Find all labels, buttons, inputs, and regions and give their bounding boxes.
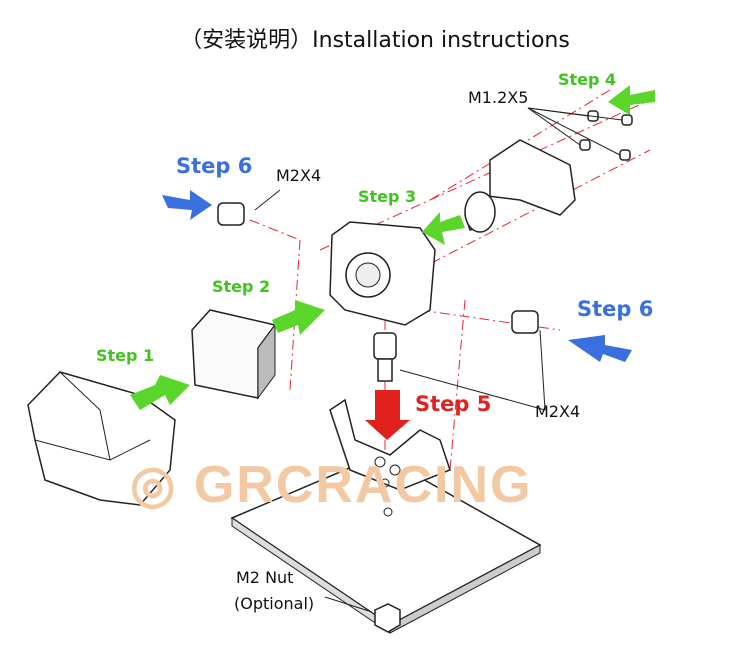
step5-arrow	[365, 390, 410, 440]
m2-nut	[374, 603, 401, 633]
m2x4-top-label: M2X4	[276, 166, 322, 185]
m2x4-right-label: M2X4	[535, 402, 581, 421]
m2-nut-label: M2 Nut	[236, 568, 294, 587]
step2-label: Step 2	[212, 277, 271, 296]
blue-arrows	[162, 190, 632, 362]
optional-label: (Optional)	[234, 594, 315, 613]
servo-bracket	[329, 398, 451, 491]
step4-arrow	[608, 85, 655, 115]
step4-label: Step 4	[558, 70, 617, 89]
m12x5-label: M1.2X5	[468, 88, 529, 107]
screws	[217, 110, 633, 382]
step6-left-label: Step 6	[176, 154, 253, 178]
page-title: （安装说明）Installation instructions	[180, 28, 570, 53]
step2-arrow	[272, 300, 325, 335]
leader-lines	[254, 107, 623, 411]
step3-arrow	[422, 212, 465, 245]
step5-label: Step 5	[415, 392, 492, 416]
green-arrows	[130, 85, 655, 410]
step6-right-label: Step 6	[577, 297, 654, 321]
step3-label: Step 3	[358, 187, 417, 206]
step1-arrow	[130, 375, 190, 410]
step6-left-arrow	[162, 190, 212, 220]
step1-label: Step 1	[96, 346, 155, 365]
step6-right-arrow	[568, 335, 632, 362]
